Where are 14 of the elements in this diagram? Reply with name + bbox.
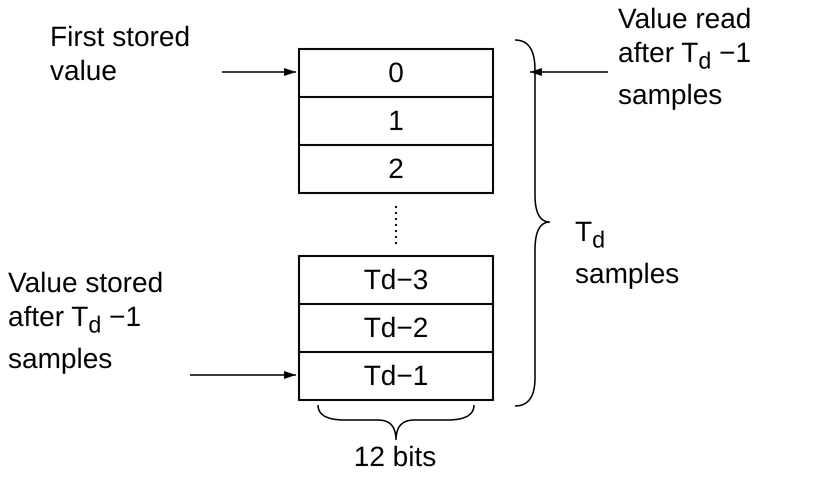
annotation-text: Value read after T$_{d}$ −1 samples [618, 2, 788, 112]
memory-cell: 1 [298, 96, 494, 146]
brace-label: T$_{d}$ samples [575, 215, 680, 291]
brace-label: 12 bits [352, 440, 438, 474]
memory-cell: Td−3 [298, 255, 494, 305]
arrow [530, 68, 608, 76]
memory-cell: 0 [298, 48, 494, 98]
annotation-text: First stored value [50, 20, 218, 88]
arrow [222, 68, 296, 76]
memory-cell: Td−1 [298, 351, 494, 401]
annotation-text: Value stored after T$_{d}$ −1 samples [8, 266, 186, 376]
arrow [190, 371, 296, 379]
memory-cell: Td−2 [298, 303, 494, 353]
memory-cell: 2 [298, 144, 494, 194]
